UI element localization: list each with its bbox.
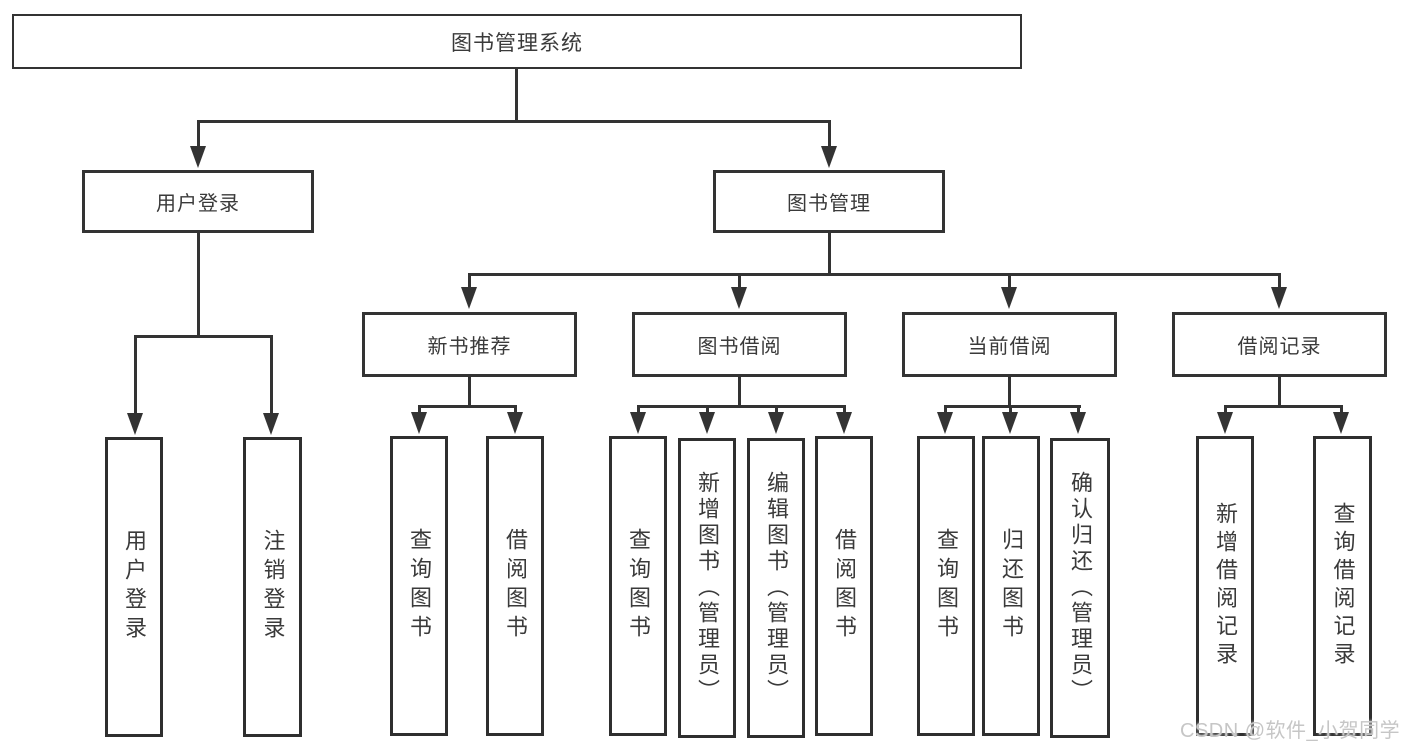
leaf-br-query-record: 查询借阅记录 [1313,436,1372,736]
leaf-cb-query-book: 查询图书 [917,436,975,736]
node-book-borrow-label: 图书借阅 [697,336,782,358]
connector-new-book-stem [468,377,471,408]
csdn-watermark: CSDN @软件_小贺同学 [1180,720,1401,742]
connector-user-login-stem [197,233,200,335]
arrowhead-down-icon [768,412,784,434]
leaf-cb-return-book-label: 归还图书 [999,528,1024,644]
connector-drop [134,335,137,413]
node-new-book-recommend-label: 新书推荐 [427,336,512,358]
connector-drop [1224,405,1227,415]
arrowhead-down-icon [1271,287,1287,309]
node-user-login-label: 用户登录 [156,193,240,215]
arrowhead-down-icon [127,413,143,435]
leaf-br-add-record: 新增借阅记录 [1196,436,1254,736]
connector-borrow-records-bar [1224,405,1343,408]
arrowhead-down-icon [821,146,837,168]
node-book-borrow: 图书借阅 [632,312,847,377]
leaf-bb-edit-book: 编辑图书（管理员） [747,438,805,738]
arrowhead-down-icon [1070,412,1086,434]
leaf-bb-query-book-label: 查询图书 [626,528,651,644]
connector-user-login-bar [134,335,273,338]
node-borrow-records-label: 借阅记录 [1237,336,1322,358]
arrowhead-down-icon [937,412,953,434]
arrowhead-down-icon [263,413,279,435]
connector-root-stem [515,69,518,120]
leaf-bb-add-book-label: 新增图书（管理员） [695,471,720,705]
connector-drop [1278,273,1281,289]
arrowhead-down-icon [411,412,427,434]
connector-drop [738,273,741,289]
arrowhead-down-icon [836,412,852,434]
leaf-cb-query-book-label: 查询图书 [934,528,959,644]
connector-book-management-drop [828,120,831,150]
leaf-nb-query-book: 查询图书 [390,436,448,736]
node-book-management: 图书管理 [713,170,945,233]
connector-book-management-stem [828,233,831,276]
leaf-bb-add-book: 新增图书（管理员） [678,438,736,738]
arrowhead-down-icon [461,287,477,309]
arrowhead-down-icon [1217,412,1233,434]
connector-drop [843,405,846,415]
node-current-borrow: 当前借阅 [902,312,1117,377]
connector-drop [637,405,640,415]
leaf-cb-confirm-return-label: 确认归还（管理员） [1068,471,1093,705]
connector-drop [418,405,421,415]
node-book-management-label: 图书管理 [787,193,871,215]
arrowhead-down-icon [1333,412,1349,434]
connector-level1-bar [197,120,830,123]
connector-user-login-drop [197,120,200,150]
node-root-label: 图书管理系统 [451,31,583,55]
leaf-logout: 注销登录 [243,437,302,737]
leaf-user-login-label: 用户登录 [122,529,147,645]
connector-current-borrow-bar [944,405,1081,408]
connector-drop [1340,405,1343,415]
node-new-book-recommend: 新书推荐 [362,312,577,377]
leaf-user-login: 用户登录 [105,437,163,737]
arrowhead-down-icon [630,412,646,434]
connector-drop [1009,405,1012,415]
leaf-nb-query-book-label: 查询图书 [407,528,432,644]
connector-drop [775,405,778,415]
connector-drop [1008,273,1011,289]
leaf-br-add-record-label: 新增借阅记录 [1213,502,1238,670]
leaf-bb-borrow-book: 借阅图书 [815,436,873,736]
node-user-login: 用户登录 [82,170,314,233]
connector-new-book-bar [418,405,517,408]
node-current-borrow-label: 当前借阅 [967,336,1052,358]
arrowhead-down-icon [507,412,523,434]
connector-current-borrow-stem [1008,377,1011,408]
connector-borrow-records-stem [1278,377,1281,408]
arrowhead-down-icon [731,287,747,309]
arrowhead-down-icon [699,412,715,434]
connector-drop [706,405,709,415]
connector-drop [270,335,273,413]
leaf-cb-return-book: 归还图书 [982,436,1040,736]
node-root: 图书管理系统 [12,14,1022,69]
leaf-nb-borrow-book-label: 借阅图书 [503,528,528,644]
leaf-nb-borrow-book: 借阅图书 [486,436,544,736]
leaf-bb-query-book: 查询图书 [609,436,667,736]
connector-level2-bar [468,273,1281,276]
leaf-logout-label: 注销登录 [260,529,286,645]
leaf-cb-confirm-return: 确认归还（管理员） [1050,438,1110,738]
arrowhead-down-icon [1002,412,1018,434]
connector-book-borrow-bar [637,405,845,408]
connector-drop [468,273,471,289]
arrowhead-down-icon [1001,287,1017,309]
arrowhead-down-icon [190,146,206,168]
connector-drop [1077,405,1080,415]
node-borrow-records: 借阅记录 [1172,312,1387,377]
leaf-br-query-record-label: 查询借阅记录 [1330,502,1356,670]
leaf-bb-borrow-book-label: 借阅图书 [832,528,857,644]
connector-drop [944,405,947,415]
leaf-bb-edit-book-label: 编辑图书（管理员） [764,471,789,705]
connector-book-borrow-stem [738,377,741,408]
connector-drop [514,405,517,415]
